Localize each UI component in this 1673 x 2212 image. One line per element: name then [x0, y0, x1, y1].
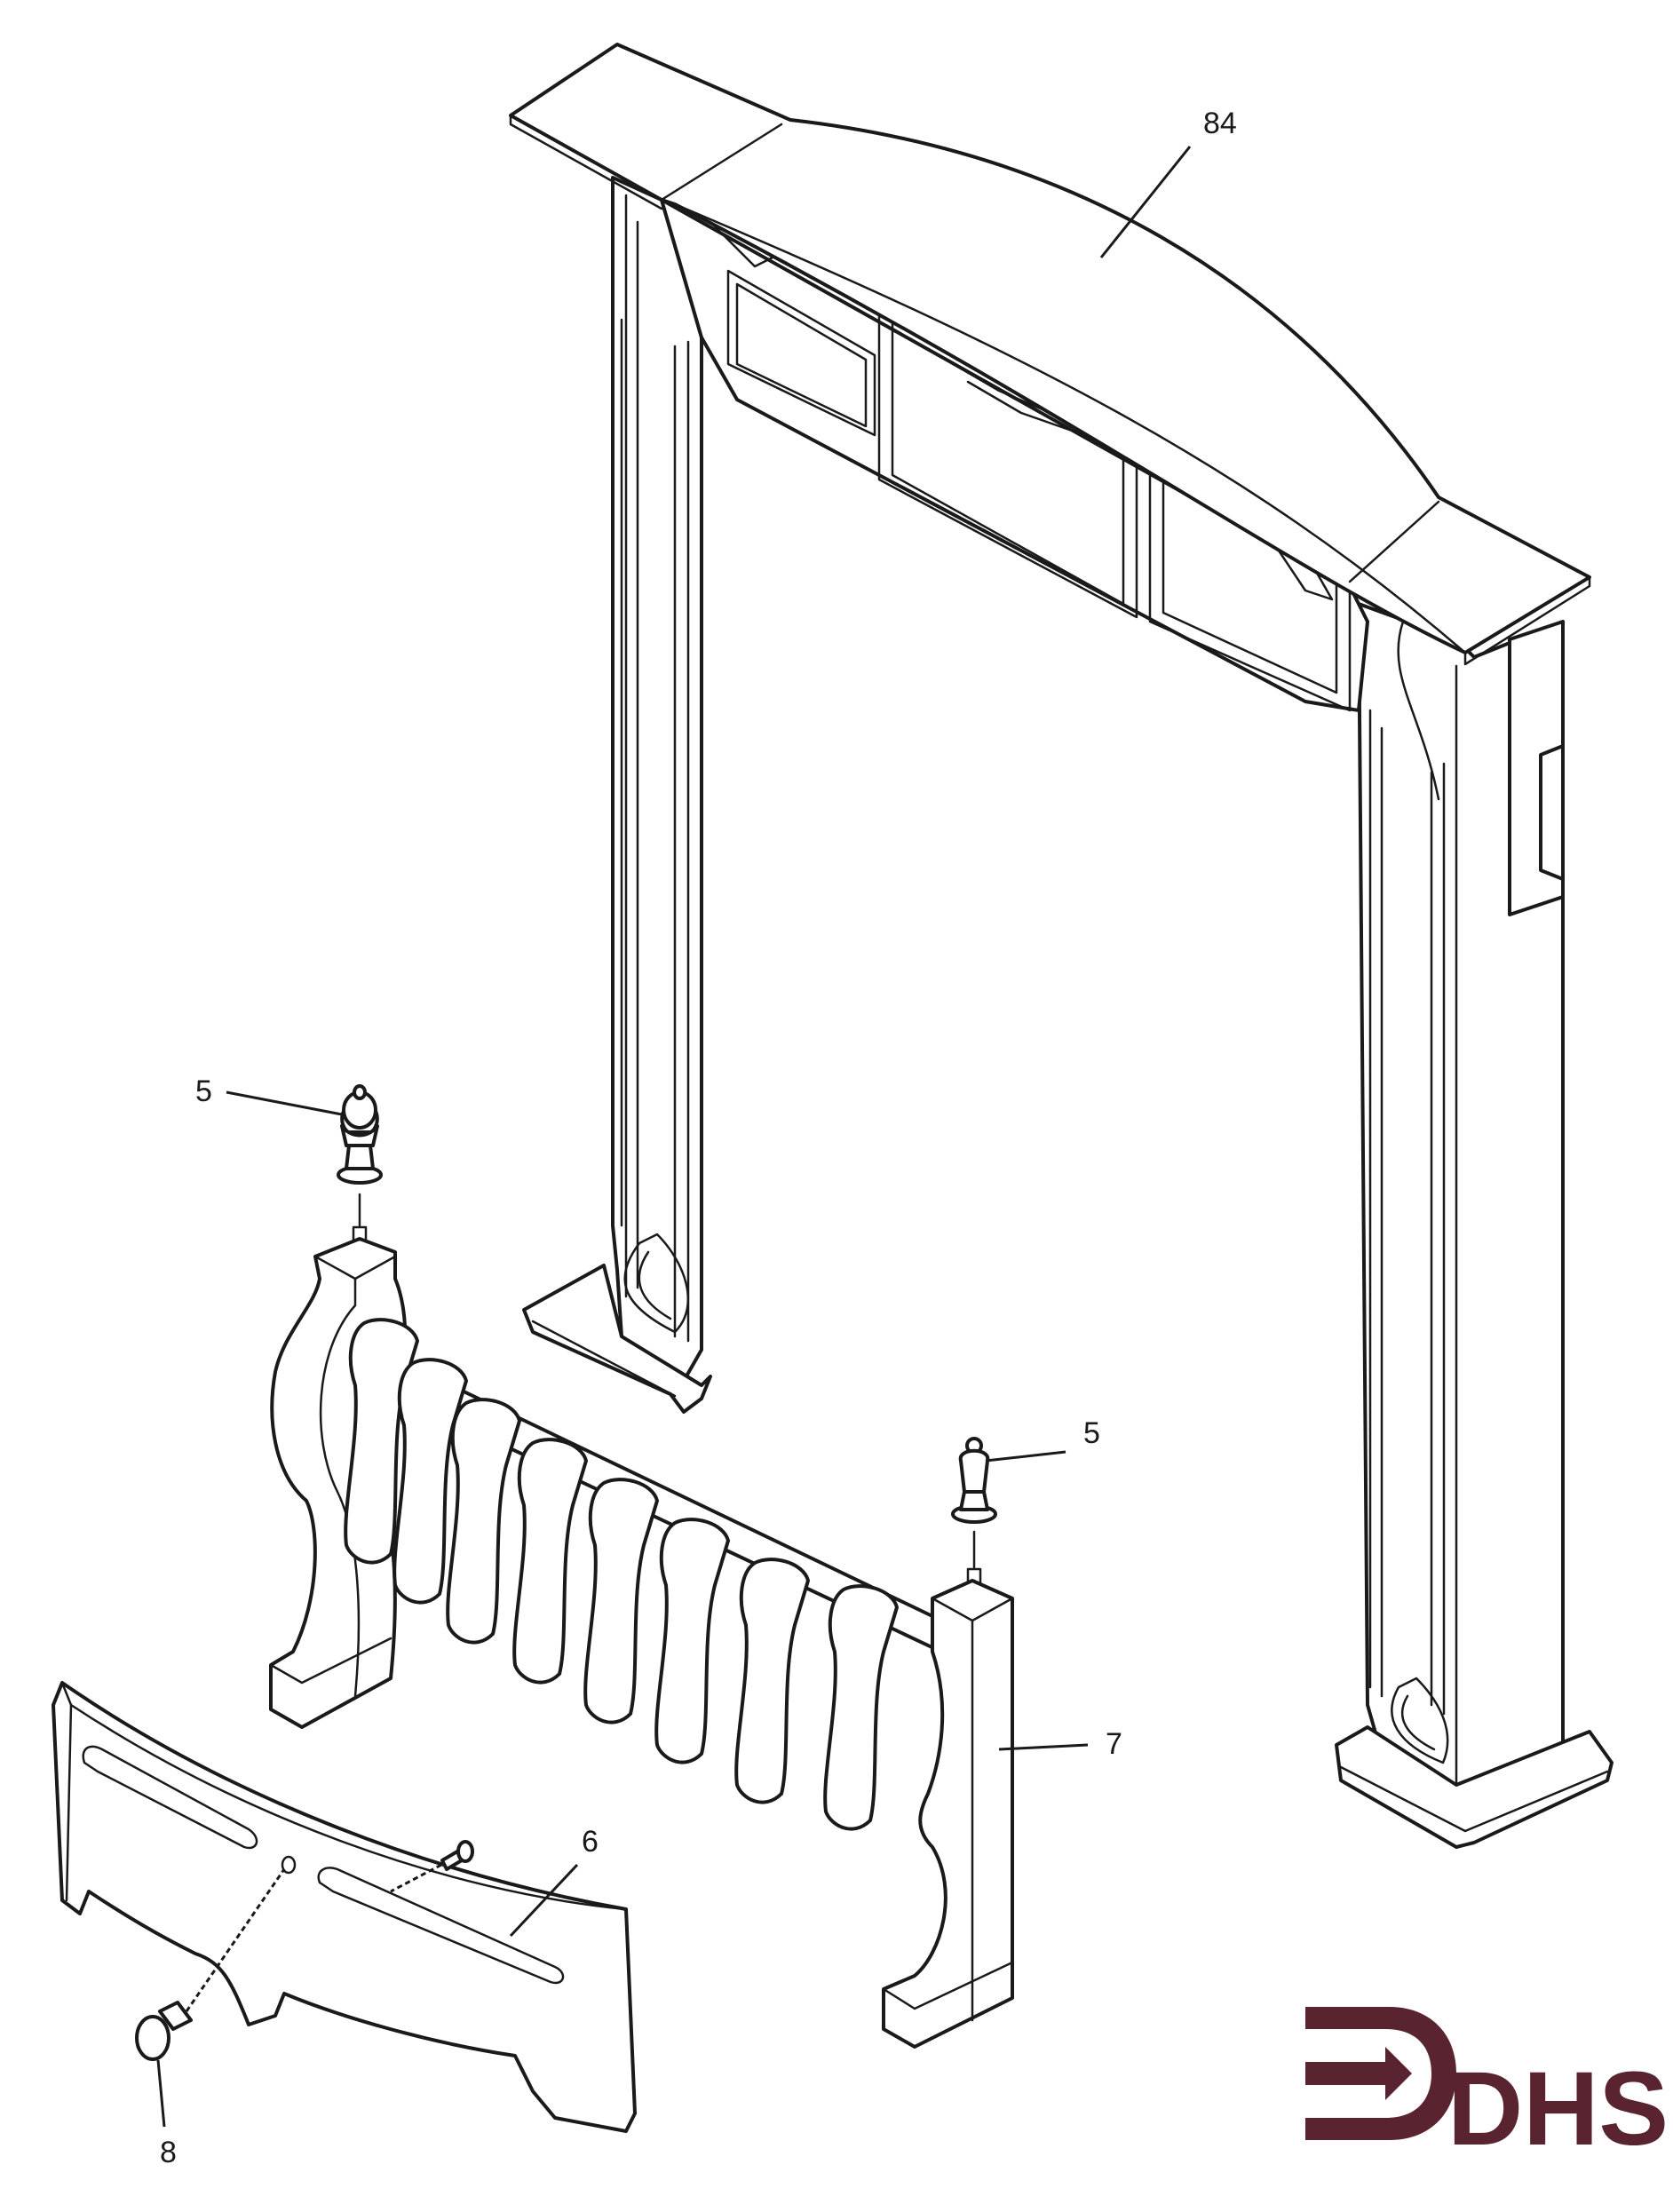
finial-part-5-right — [951, 1437, 997, 1596]
dhs-logo: DHS — [1305, 2007, 1669, 2168]
front-panel-part-6 — [52, 1681, 637, 2133]
dhs-logo-mark-icon — [1305, 2007, 1456, 2140]
callout-8: 8 — [160, 2136, 177, 2169]
callout-5-right: 5 — [1083, 1416, 1100, 1450]
screw-icon — [390, 1840, 474, 1893]
fender-bars-part-7 — [269, 1237, 1014, 2049]
callout-84: 84 — [1203, 107, 1237, 140]
fire-surround-part-84 — [509, 43, 1614, 1849]
callout-leaders — [156, 146, 1192, 2128]
callout-7: 7 — [1106, 1727, 1122, 1761]
knob-part-8 — [135, 1868, 286, 2061]
dhs-logo-text: DHS — [1447, 2050, 1669, 2168]
callout-6: 6 — [582, 1825, 599, 1859]
finial-part-5-left — [337, 1084, 383, 1254]
callout-5-left: 5 — [195, 1074, 212, 1108]
